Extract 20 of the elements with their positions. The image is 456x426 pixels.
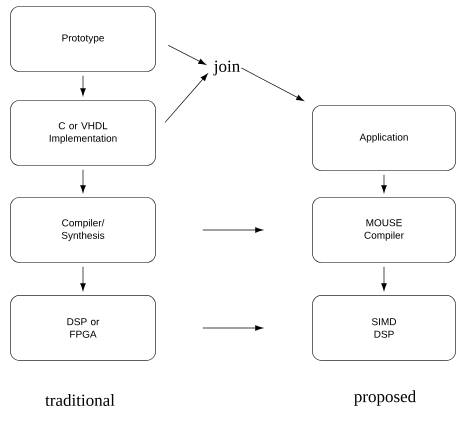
- flow-arrow: [381, 266, 387, 291]
- join-label: join: [213, 60, 240, 76]
- process-box: Prototype: [10, 6, 156, 72]
- flow-arrow: [381, 174, 387, 193]
- flow-arrow: [80, 169, 86, 193]
- arrow: [202, 227, 263, 233]
- process-box: MOUSE Compiler: [312, 197, 456, 263]
- arrow: [241, 68, 304, 102]
- process-box: Application: [312, 105, 456, 171]
- arrow: [202, 325, 263, 331]
- arrow: [164, 73, 208, 123]
- flow-arrow: [80, 266, 86, 291]
- column-label: traditional: [45, 394, 115, 406]
- column-label: proposed: [354, 390, 416, 406]
- process-box: DSP or FPGA: [10, 295, 156, 361]
- flow-arrow: [80, 75, 86, 96]
- process-box: C or VHDL Implementation: [10, 100, 156, 166]
- arrow: [168, 45, 206, 65]
- process-box: Compiler/ Synthesis: [10, 197, 156, 263]
- process-box: SIMD DSP: [312, 295, 456, 361]
